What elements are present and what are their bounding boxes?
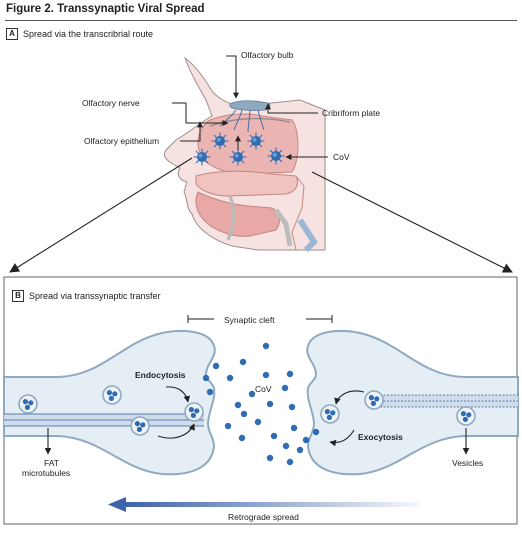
label-synaptic-cleft: Synaptic cleft — [224, 315, 275, 325]
olfactory-bulb-shape — [229, 100, 271, 111]
label-cov-a: CoV — [333, 152, 350, 162]
head-cross-section — [163, 56, 326, 253]
label-fat: FAT — [44, 458, 59, 468]
cov-particle — [246, 131, 266, 151]
label-olfactory-bulb: Olfactory bulb — [241, 50, 294, 60]
cov-particle — [228, 147, 248, 167]
panel-a-letter: A — [6, 28, 18, 40]
retrograde-spread-arrow — [108, 497, 420, 512]
label-cribriform-plate: Cribriform plate — [322, 108, 380, 118]
synaptic-cleft-bracket — [187, 315, 333, 323]
vesicle-right-2 — [456, 406, 476, 426]
label-exocytosis: Exocytosis — [358, 432, 403, 442]
cov-particles-cleft — [202, 342, 320, 466]
olfactory-nerve-fibers — [219, 109, 265, 133]
vesicle-left-1 — [18, 394, 38, 414]
vesicle-left-2 — [102, 385, 122, 405]
cov-particle — [210, 131, 230, 151]
right-neuron — [306, 329, 519, 476]
panel-b-header: B Spread via transsynaptic transfer — [12, 290, 161, 302]
cov-particle — [192, 147, 212, 167]
label-vesicles: Vesicles — [452, 458, 483, 468]
label-olfactory-nerve: Olfactory nerve — [82, 98, 140, 108]
label-microtubules: microtubules — [22, 468, 70, 478]
vesicle-right-1 — [364, 390, 384, 410]
cov-particle — [266, 146, 286, 166]
panel-a-title: Spread via the transcribrial route — [23, 29, 154, 39]
label-cov-b: CoV — [255, 384, 272, 394]
title-divider — [5, 20, 517, 21]
zoom-connector-lines — [9, 157, 513, 273]
figure-title: Figure 2. Transsynaptic Viral Spread — [6, 3, 205, 15]
label-olfactory-epithelium: Olfactory epithelium — [84, 136, 159, 146]
vesicle-exocytosis — [320, 404, 340, 424]
panel-b-letter: B — [12, 290, 24, 302]
panel-a-leader-lines — [172, 55, 328, 160]
label-retrograde-spread: Retrograde spread — [228, 512, 299, 522]
vesicle-endocytosis — [184, 402, 204, 422]
panel-a-header: A Spread via the transcribrial route — [6, 28, 153, 40]
vesicle-left-3 — [130, 416, 150, 436]
label-endocytosis: Endocytosis — [135, 370, 186, 380]
curved-arrows — [44, 386, 470, 455]
panel-b-title: Spread via transsynaptic transfer — [29, 291, 161, 301]
